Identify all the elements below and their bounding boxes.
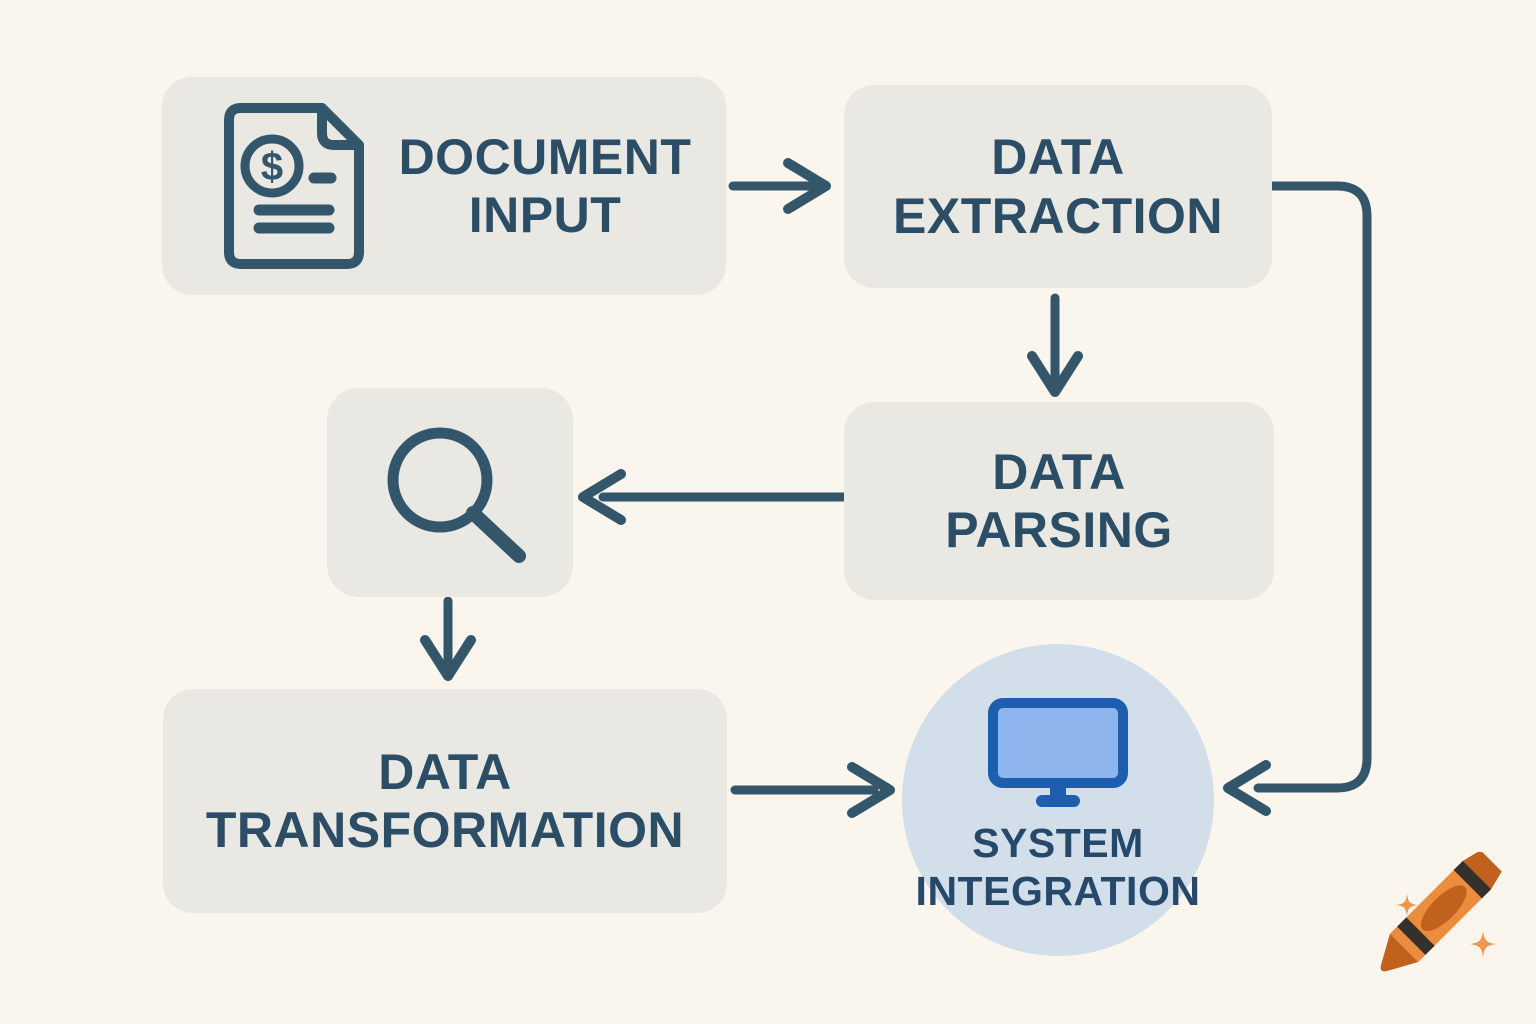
monitor-icon: [988, 698, 1128, 807]
node-data-parsing: DATA PARSING: [844, 402, 1274, 600]
node-system-integration: SYSTEM INTEGRATION: [902, 644, 1214, 956]
node-search: [327, 388, 573, 597]
node-data-transformation: DATA TRANSFORMATION: [163, 689, 727, 913]
node-label: DATA PARSING: [945, 443, 1173, 559]
search-icon: [387, 427, 526, 563]
arrow-search-to-data-transformation: [420, 596, 476, 681]
arrow-data-extraction-to-data-parsing: [1027, 293, 1083, 397]
arrow-data-extraction-to-system-integration: [1223, 181, 1372, 816]
node-label: DATA EXTRACTION: [893, 129, 1223, 244]
node-data-extraction: DATA EXTRACTION: [844, 85, 1272, 288]
node-label: DOCUMENT INPUT: [398, 128, 692, 244]
node-label: SYSTEM INTEGRATION: [915, 820, 1201, 914]
invoice-document-icon: $: [224, 103, 364, 269]
arrow-document-input-to-data-extraction: [728, 158, 831, 214]
crayon-logo: [1380, 852, 1502, 972]
dollar-glyph: $: [261, 145, 283, 189]
crayon-icon: [1380, 852, 1502, 972]
arrow-data-parsing-to-search: [578, 469, 849, 525]
arrow-data-transformation-to-system-integration: [730, 762, 895, 818]
sparkle-icon: [1469, 930, 1497, 958]
sparkle-icon: [1395, 893, 1419, 917]
node-document-input: $ DOCUMENT INPUT: [162, 77, 726, 295]
node-label: DATA TRANSFORMATION: [205, 743, 685, 859]
